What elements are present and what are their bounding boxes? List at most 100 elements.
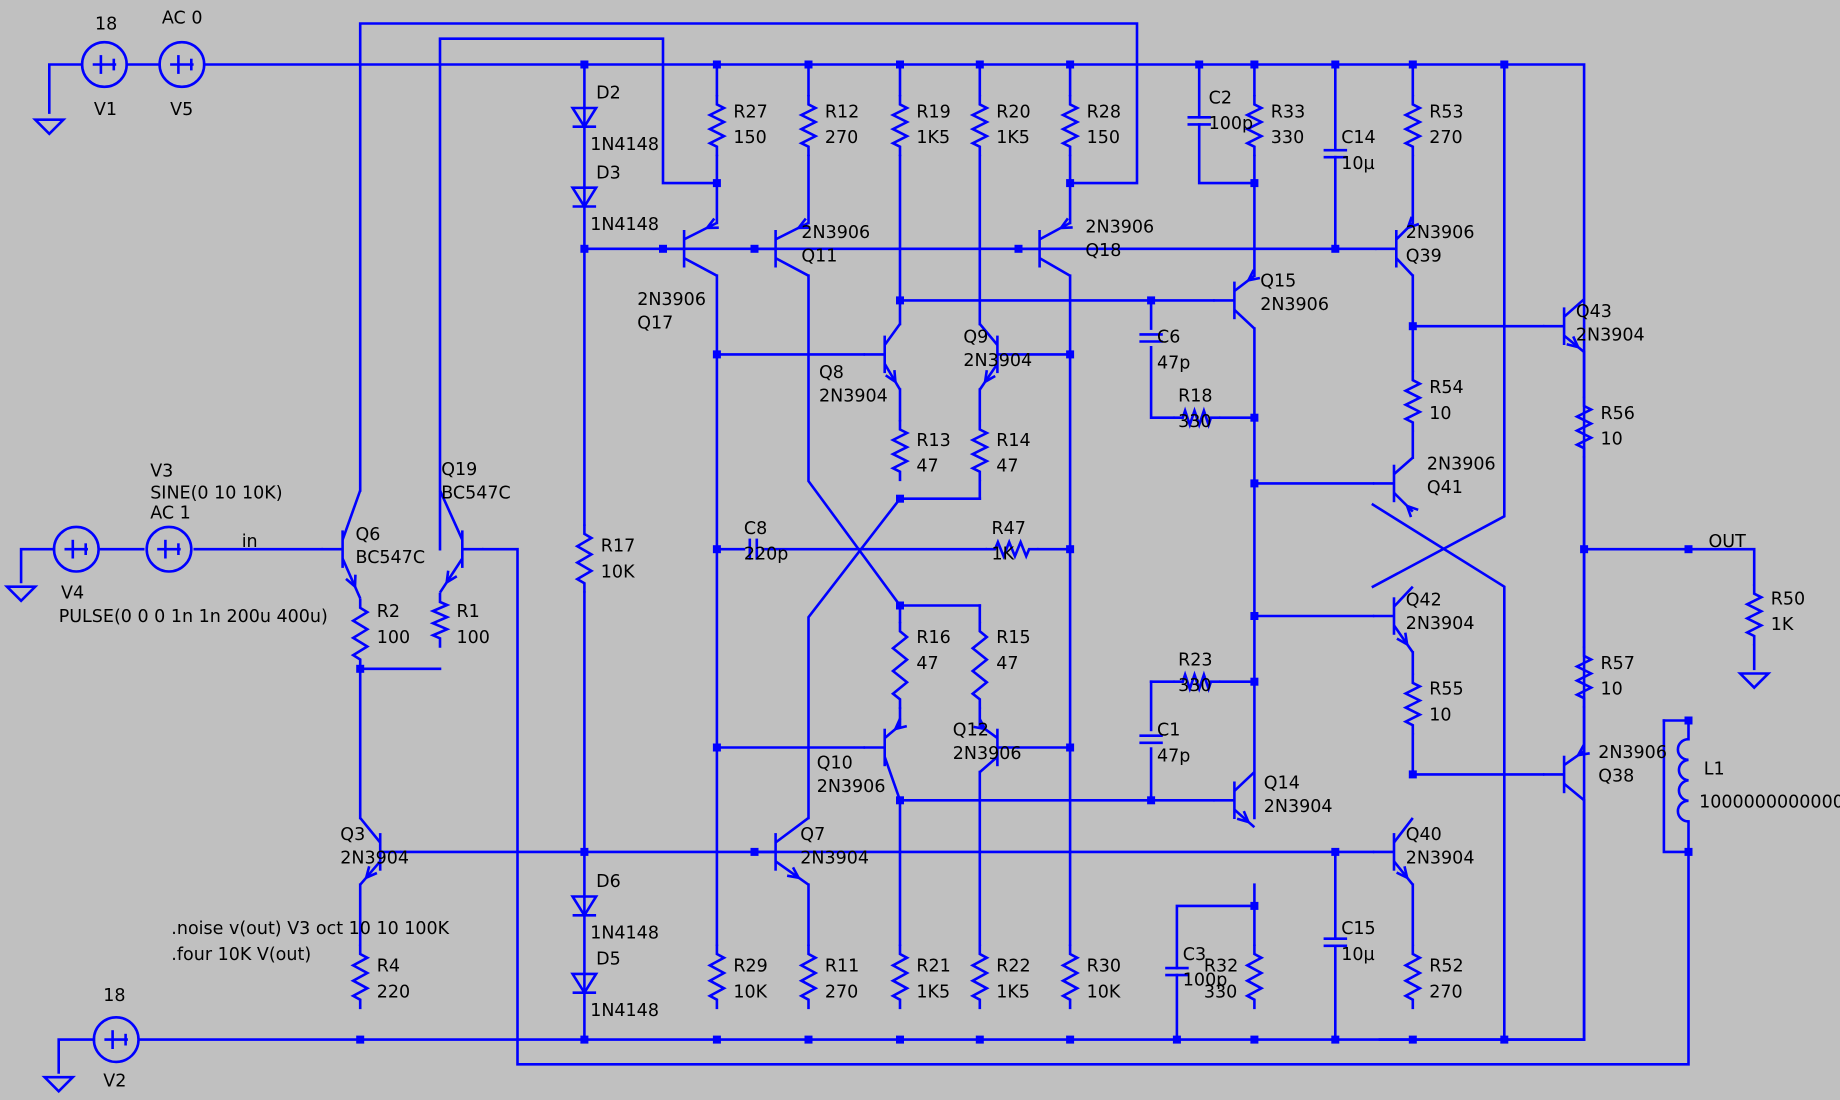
junction-dot <box>1408 60 1417 69</box>
resistor-zigzag <box>429 592 451 648</box>
resistor-zigzag <box>1060 95 1081 157</box>
junction-dot <box>1147 796 1156 805</box>
voltage-source-v4[interactable] <box>52 525 100 573</box>
resistor-id: R56 <box>1601 404 1635 424</box>
voltage-source-v3[interactable] <box>145 525 193 573</box>
four-directive: .four 10K V(out) <box>171 945 311 965</box>
resistor-id: R30 <box>1087 957 1121 977</box>
resistor-value: 10 <box>1601 430 1623 450</box>
voltage-source-v5[interactable] <box>158 40 206 89</box>
inductor-value: 1000000000000 <box>1699 792 1840 812</box>
diode-value: 1N4148 <box>590 1001 659 1021</box>
voltage-source-v1[interactable] <box>80 40 129 89</box>
junction-dot <box>1250 60 1259 69</box>
emitter-arrow <box>1404 503 1419 518</box>
resistor-id: R2 <box>377 602 400 622</box>
transistor-id: Q39 <box>1406 247 1442 267</box>
ground-icon <box>41 1075 76 1094</box>
capacitor-value: 220p <box>744 545 789 565</box>
wire <box>57 1038 96 1074</box>
transistor-id: Q12 <box>953 721 989 741</box>
resistor-zigzag <box>798 944 819 1010</box>
transistor-part: BC547C <box>441 484 511 504</box>
junction-dot <box>356 1035 365 1044</box>
resistor-id: R57 <box>1601 654 1635 674</box>
resistor-id: R20 <box>996 102 1030 122</box>
capacitor-value: 47p <box>1157 747 1190 767</box>
resistor-id: R22 <box>996 957 1030 977</box>
wire <box>19 547 56 584</box>
resistor-zigzag <box>1060 944 1080 1010</box>
capacitor-value: 47p <box>1157 353 1190 373</box>
resistor-zigzag <box>970 621 989 709</box>
voltage-source-v2[interactable] <box>92 1015 140 1064</box>
resistor-zigzag <box>969 944 990 1010</box>
resistor-zigzag <box>1244 95 1265 157</box>
emitter-arrow <box>364 865 378 880</box>
transistor-part: 2N3904 <box>819 386 888 406</box>
